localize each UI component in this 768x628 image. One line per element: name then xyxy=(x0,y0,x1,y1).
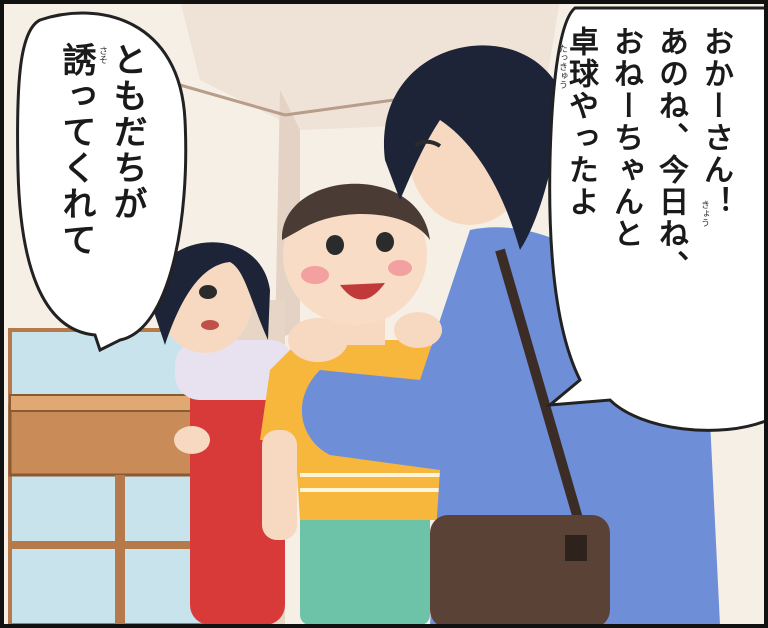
ruby-takkyuu: たっきゅう xyxy=(557,44,567,89)
boy-mouth xyxy=(340,283,385,300)
speech-right-line-4: 卓球やったよ xyxy=(563,26,598,218)
girl-figure xyxy=(150,242,295,625)
speech-right-line-2: あのね、今日ね、 xyxy=(653,26,688,282)
ceiling-line xyxy=(179,83,286,117)
mother-bag-strap xyxy=(495,248,595,562)
speech-left-line-1: ともだちが xyxy=(107,42,147,222)
ruby-sasou: さそ xyxy=(97,46,107,64)
girl-shirt xyxy=(175,340,295,400)
girl-hand xyxy=(174,426,210,454)
boy-arm xyxy=(262,430,297,540)
speech-right-line-1: おかーさん！ xyxy=(698,26,733,218)
speech-text-right: おかーさん！ あのね、今日ね、 おねーちゃんと 卓球やったよ xyxy=(558,26,738,326)
ruby-kyou: きょう xyxy=(699,200,709,227)
mother-eye xyxy=(414,139,442,148)
girl-hair xyxy=(150,242,270,345)
boy-hair xyxy=(281,183,430,240)
speech-left-line-2: 誘ってくれて xyxy=(56,42,96,258)
boy-cheek-2 xyxy=(388,260,412,276)
speech-bubble-right xyxy=(545,6,768,432)
mother-hand-2 xyxy=(394,312,442,348)
boy-eye xyxy=(326,235,344,255)
mother-hand xyxy=(288,318,348,362)
girl-eye xyxy=(199,285,217,299)
mother-bag xyxy=(430,515,610,628)
girl-apron xyxy=(190,355,285,625)
speech-text-left: ともだちが 誘ってくれて xyxy=(50,42,152,332)
girl-mouth xyxy=(201,320,219,330)
mother-bag-buckle xyxy=(565,535,587,561)
boy-eye-2 xyxy=(376,232,394,252)
speech-bubble-left xyxy=(16,11,188,353)
boy-shorts xyxy=(300,505,430,625)
mother-hair xyxy=(383,45,560,250)
boy-cheek xyxy=(301,266,329,284)
speech-right-line-3: おねーちゃんと xyxy=(608,26,643,250)
